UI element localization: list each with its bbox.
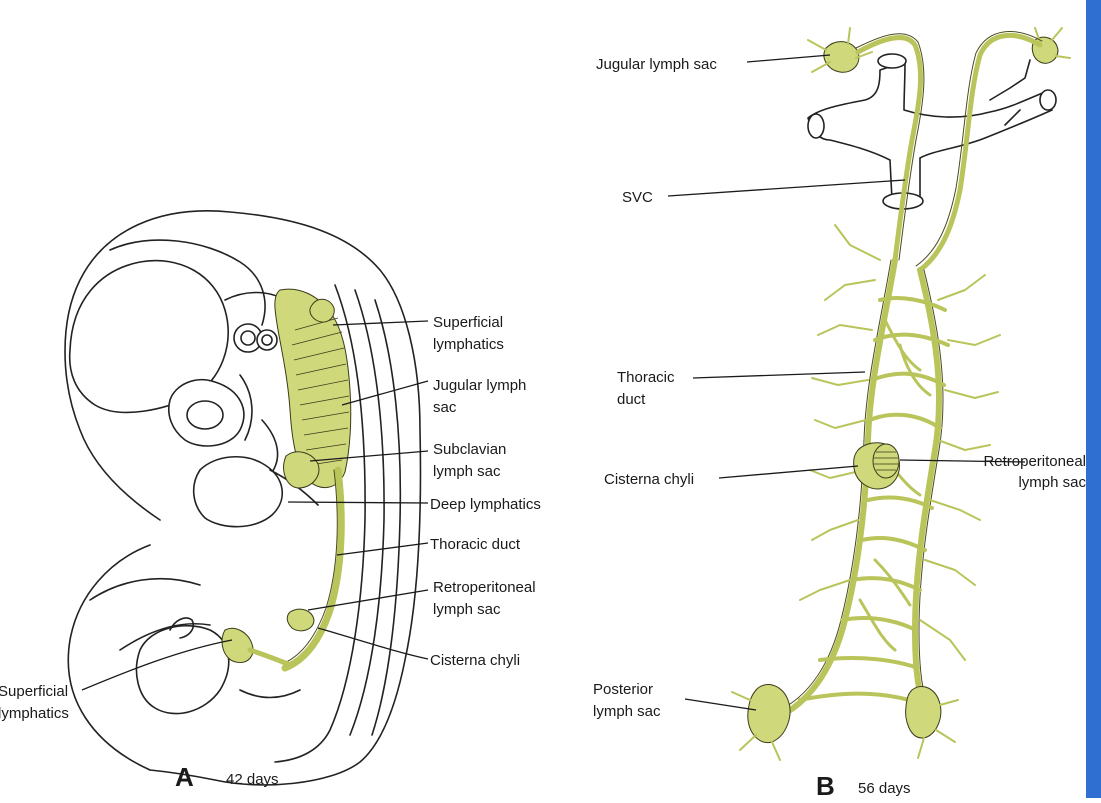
label-subclavian-lymph-sac-line2: lymph sac (433, 463, 501, 480)
panel-b-age: 56 days (858, 780, 911, 797)
label-subclavian-lymph-sac-line1: Subclavian (433, 441, 506, 458)
panel-a-letter: A (175, 762, 194, 792)
label-jugular-lymph-sac-line1: Jugular lymph (433, 377, 526, 394)
panel-b-letter: B (816, 771, 835, 798)
label-superficial-lymphatics-lower-line2: lymphatics (0, 705, 69, 722)
label-b-thoracic-duct-line1: Thoracic (617, 369, 675, 386)
panel-a-embryo (65, 211, 420, 785)
label-retroperitoneal-lymph-sac-line1: Retroperitoneal (433, 579, 536, 596)
label-b-posterior-lymph-sac-line2: lymph sac (593, 703, 661, 720)
label-superficial-lymphatics-upper-line1: Superficial (433, 314, 503, 331)
page-edge-strip (1086, 0, 1101, 798)
label-jugular-lymph-sac-line2: sac (433, 399, 457, 416)
label-thoracic-duct: Thoracic duct (430, 536, 521, 553)
label-retroperitoneal-lymph-sac-line2: lymph sac (433, 601, 501, 618)
label-deep-lymphatics: Deep lymphatics (430, 496, 541, 513)
label-cisterna-chyli: Cisterna chyli (430, 652, 520, 669)
label-b-thoracic-duct-line2: duct (617, 391, 646, 408)
panel-b-vessels (808, 54, 1056, 209)
label-b-retroperitoneal-line2: lymph sac (1018, 474, 1086, 491)
label-b-jugular-lymph-sac: Jugular lymph sac (596, 56, 717, 73)
panel-a-age: 42 days (226, 771, 279, 788)
label-b-retroperitoneal-line1: Retroperitoneal (983, 453, 1086, 470)
label-b-svc: SVC (622, 189, 653, 206)
label-b-cisterna-chyli: Cisterna chyli (604, 471, 694, 488)
label-b-posterior-lymph-sac-line1: Posterior (593, 681, 653, 698)
label-superficial-lymphatics-lower-line1: Superficial (0, 683, 68, 700)
label-superficial-lymphatics-upper-line2: lymphatics (433, 336, 504, 353)
